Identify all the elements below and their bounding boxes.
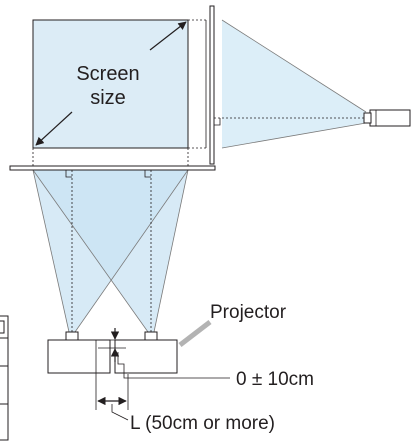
screen-area xyxy=(32,19,189,149)
projector-pointer-line xyxy=(178,320,212,347)
left-beam-edge-l xyxy=(32,169,70,333)
right-beam-edge-r xyxy=(153,169,189,333)
screen-size-label-line2: size xyxy=(90,87,126,109)
right-angle-marker-right xyxy=(144,170,151,178)
top-view-screen xyxy=(9,165,216,171)
side-view-projector xyxy=(363,109,411,127)
right-angle-marker-side xyxy=(214,118,221,126)
height-leader-line xyxy=(117,352,230,379)
cropped-left-device xyxy=(0,315,9,441)
right-beam-edge-l xyxy=(32,169,149,333)
height-tolerance-label: 0 ± 10cm xyxy=(236,369,314,390)
screen-size-arrow-upper xyxy=(149,21,187,51)
projector-label: Projector xyxy=(210,302,287,323)
side-beam-edge-bottom xyxy=(221,122,367,149)
screen-size-label-line1: Screen xyxy=(76,63,139,85)
side-view-screen xyxy=(209,5,215,165)
distance-leader-line xyxy=(111,404,129,421)
side-projection-beam xyxy=(222,20,366,148)
right-angle-marker-left xyxy=(65,170,72,178)
left-beam-edge-r xyxy=(74,169,189,333)
side-beam-edge-top xyxy=(221,19,367,113)
screen-size-arrow-lower xyxy=(35,111,73,146)
distance-label: L (50cm or more) xyxy=(130,413,275,434)
left-projector xyxy=(47,331,111,374)
